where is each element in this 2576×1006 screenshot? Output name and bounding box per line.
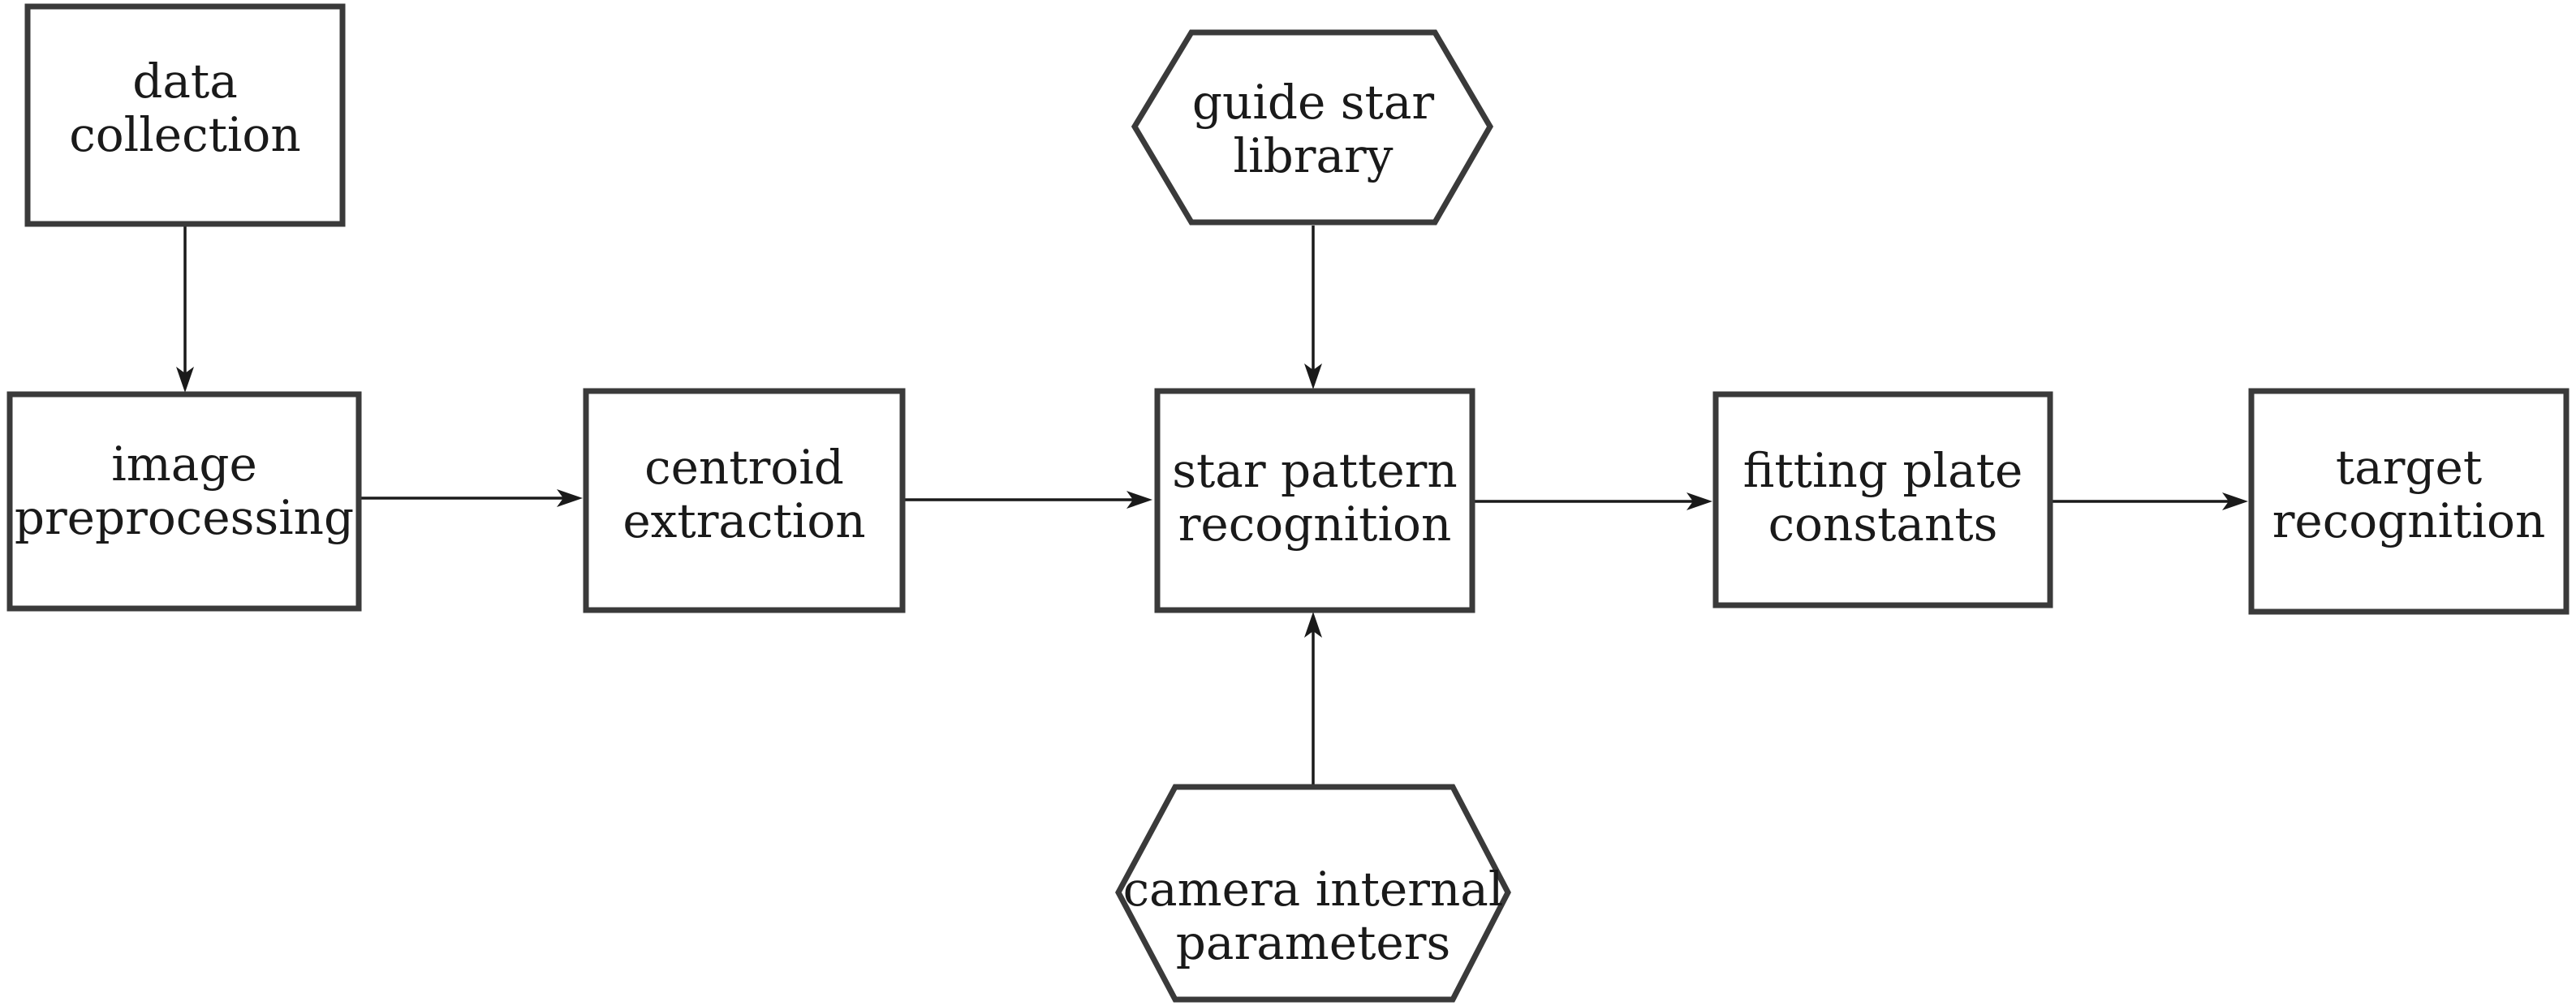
node-data-collection: data collection bbox=[24, 3, 346, 227]
edge-image-preprocessing-to-centroid-extraction bbox=[359, 489, 583, 507]
edge-guide-star-library-to-star-pattern-recognition bbox=[1304, 226, 1322, 389]
node-label-line1: star pattern bbox=[1172, 443, 1458, 498]
arrow-head bbox=[1686, 492, 1712, 510]
node-label-line2: constants bbox=[1768, 497, 1998, 552]
node-hexagon bbox=[1115, 784, 1511, 1003]
edge-fitting-plate-constants-to-target-recognition bbox=[2050, 492, 2248, 510]
node-camera-internal-parameters: camera internal parameters bbox=[1115, 784, 1511, 1003]
arrow-head bbox=[1304, 363, 1322, 389]
edge-camera-internal-parameters-to-star-pattern-recognition bbox=[1304, 612, 1322, 785]
arrow-head bbox=[176, 367, 194, 393]
edge-centroid-extraction-to-star-pattern-recognition bbox=[902, 491, 1152, 509]
node-box bbox=[583, 388, 906, 613]
node-label-line1: camera internal bbox=[1123, 862, 1504, 917]
node-box bbox=[6, 391, 362, 612]
arrow-head bbox=[1304, 612, 1322, 638]
node-label-line1: centroid bbox=[644, 440, 844, 495]
node-label-line1: data bbox=[132, 54, 238, 109]
arrow-head bbox=[2222, 492, 2248, 510]
node-label-line2: library bbox=[1233, 128, 1393, 183]
nodes: data collection image preprocessing cent… bbox=[6, 3, 2570, 1003]
node-box bbox=[24, 3, 346, 227]
node-label-line2: parameters bbox=[1176, 915, 1450, 970]
node-image-preprocessing: image preprocessing bbox=[6, 391, 362, 612]
node-star-pattern-recognition: star pattern recognition bbox=[1154, 388, 1475, 613]
node-box bbox=[1712, 391, 2053, 608]
node-label-line2: extraction bbox=[622, 493, 865, 548]
edges bbox=[176, 226, 2248, 785]
node-fitting-plate-constants: fitting plate constants bbox=[1712, 391, 2053, 608]
node-label-line1: target bbox=[2336, 440, 2482, 495]
node-target-recognition: target recognition bbox=[2248, 388, 2570, 615]
edge-data-collection-to-image-preprocessing bbox=[176, 226, 194, 393]
node-box bbox=[1154, 388, 1475, 613]
node-label-line1: fitting plate bbox=[1743, 443, 2023, 498]
node-label-line2: recognition bbox=[2272, 493, 2546, 548]
node-label-line2: collection bbox=[69, 107, 300, 162]
edge-star-pattern-recognition-to-fitting-plate-constants bbox=[1472, 492, 1712, 510]
node-label-line2: recognition bbox=[1178, 497, 1452, 552]
node-box bbox=[2248, 388, 2570, 615]
arrow-head bbox=[1126, 491, 1152, 509]
node-guide-star-library: guide star library bbox=[1131, 29, 1494, 226]
node-hexagon bbox=[1131, 29, 1494, 226]
node-label-line1: guide star bbox=[1192, 75, 1435, 130]
node-centroid-extraction: centroid extraction bbox=[583, 388, 906, 613]
node-label-line2: preprocessing bbox=[15, 490, 354, 545]
arrow-head bbox=[557, 489, 583, 507]
node-label-line1: image bbox=[111, 436, 257, 492]
